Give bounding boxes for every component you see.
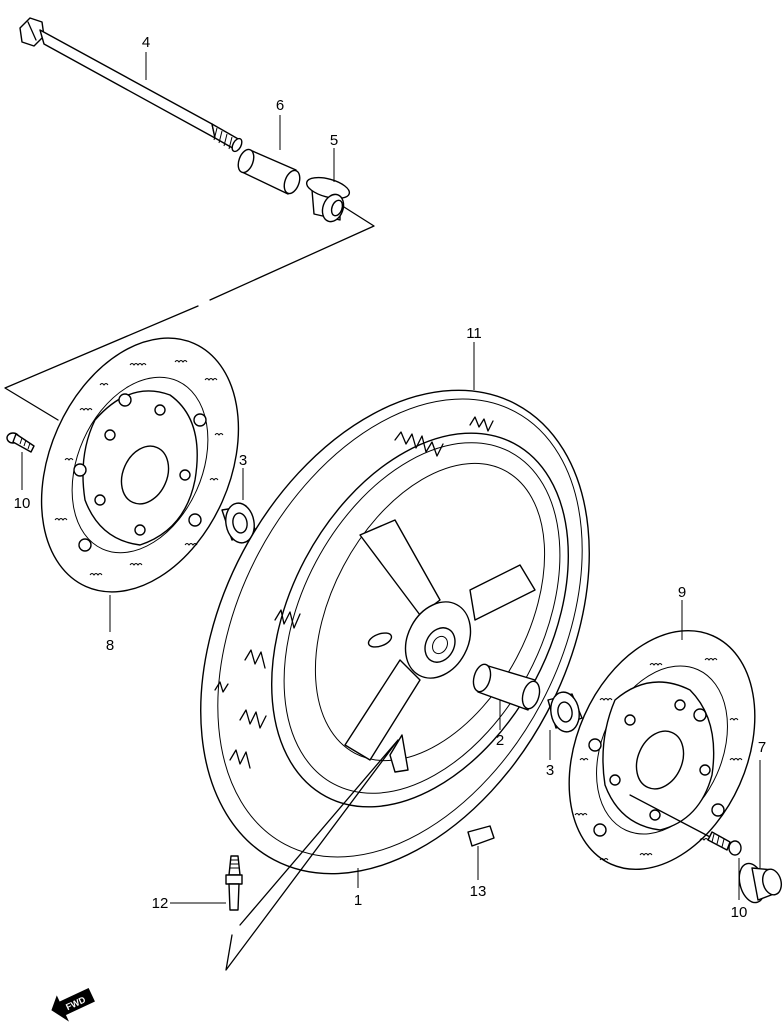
callout-7: 7 [758,739,766,756]
fwd-direction-badge: FWD [51,987,95,1022]
tire-valve [225,855,243,911]
right-disc-bolt [707,831,742,856]
callout-3-right: 3 [546,762,554,779]
left-bearing [221,502,257,544]
callout-12: 12 [152,895,169,912]
front-axle [19,17,243,153]
callout-10-right: 10 [731,904,748,921]
right-collar [738,862,783,904]
left-disc-bolt [6,432,35,453]
spacer [237,148,301,195]
front-wheel-assembly [200,389,590,875]
right-bearing [547,691,583,733]
callout-3-left: 3 [239,452,247,469]
callout-1: 1 [354,892,362,909]
balancer-weight [467,825,495,847]
callout-13: 13 [470,883,487,900]
callout-2: 2 [496,732,504,749]
callout-4: 4 [142,34,150,51]
callout-8: 8 [106,637,114,654]
callout-11: 11 [466,325,482,342]
callout-5: 5 [330,132,338,149]
callout-leaders [21,52,761,904]
callout-9: 9 [678,584,686,601]
left-brake-disc [40,337,240,593]
hub-spacer [472,663,541,711]
callout-labels: 1 2 3 3 4 5 6 7 8 9 10 10 11 12 13 [14,34,767,921]
collar [305,176,351,223]
callout-6: 6 [276,97,284,114]
right-brake-disc [568,629,756,871]
callout-10-left: 10 [14,495,31,512]
